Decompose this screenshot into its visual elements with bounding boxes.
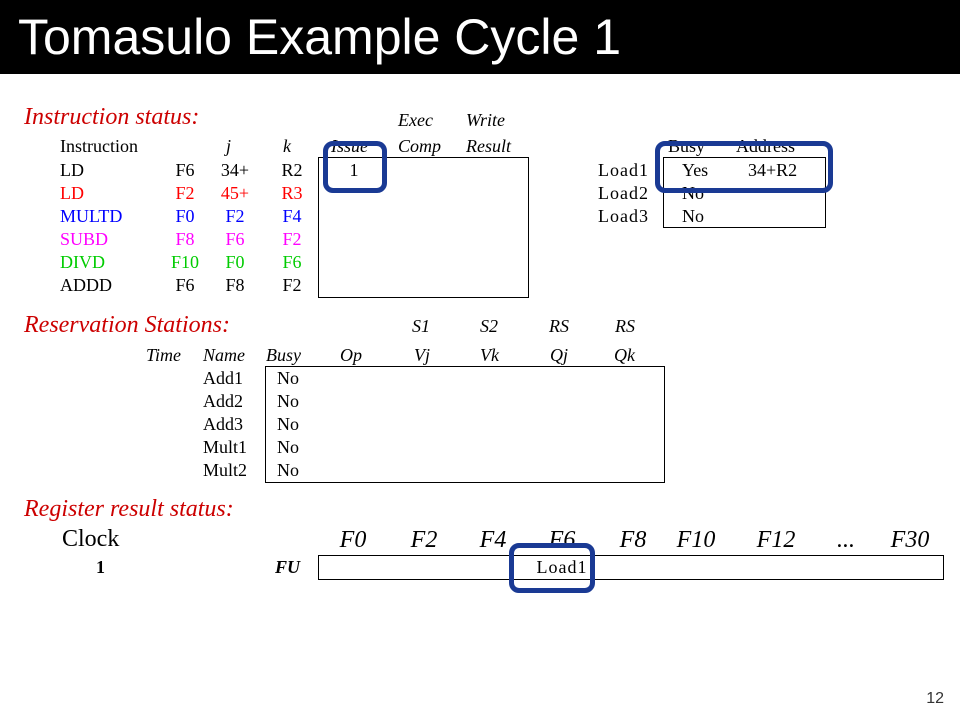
instruction-j: F8 (225, 275, 245, 295)
instruction-k: F2 (282, 275, 302, 295)
instruction-j: F6 (225, 229, 245, 249)
instruction-op: LD (60, 183, 84, 203)
header-s2: S2 (480, 316, 498, 336)
header-time: Time (146, 345, 182, 365)
register-fu-box (318, 555, 944, 580)
highlight-issue (323, 141, 387, 193)
header-busy: Busy (266, 345, 301, 365)
instruction-k: F6 (282, 252, 302, 272)
page-number: 12 (926, 690, 944, 707)
register-name: F2 (410, 527, 438, 553)
instruction-issue: 1 (349, 160, 359, 180)
register-name: ... (837, 527, 855, 553)
header-qj: Qj (550, 345, 568, 365)
instruction-k: F4 (282, 206, 302, 226)
instruction-j: F2 (225, 206, 245, 226)
reservation-station-busy: No (277, 391, 299, 411)
reservation-station-busy: No (277, 414, 299, 434)
instruction-k: R2 (281, 160, 303, 180)
reservation-station-name: Add1 (203, 368, 243, 388)
reservation-station-name: Mult1 (203, 437, 248, 457)
instruction-dest: F6 (175, 275, 195, 295)
header-j: j (226, 136, 232, 156)
register-name: F10 (676, 527, 716, 553)
reservation-station-name: Mult2 (203, 460, 248, 480)
header-write-result: Result (466, 136, 511, 156)
highlight-load1 (655, 141, 833, 193)
instruction-status-label: Instruction status: (24, 104, 200, 130)
instruction-op: DIVD (60, 252, 105, 272)
reservation-station-busy: No (277, 460, 299, 480)
load-buffer-busy: No (682, 206, 704, 226)
register-name: F12 (756, 527, 796, 553)
instruction-dest: F10 (170, 252, 199, 272)
instruction-op: MULTD (60, 206, 123, 226)
reservation-station-busy: No (277, 437, 299, 457)
title-bar (0, 0, 960, 74)
load-buffer-name: Load1 (598, 160, 649, 180)
instruction-dest: F0 (175, 206, 195, 226)
instruction-j: 34+ (220, 160, 250, 180)
header-instruction: Instruction (60, 136, 138, 156)
header-name: Name (203, 345, 245, 365)
header-rs1: RS (549, 316, 569, 336)
load-buffer-address: 34+R2 (748, 160, 798, 180)
instruction-dest: F6 (175, 160, 195, 180)
reservation-stations-label: Reservation Stations: (24, 312, 230, 338)
header-write: Write (466, 110, 505, 130)
header-rs2: RS (615, 316, 635, 336)
reservation-station-name: Add3 (203, 414, 243, 434)
reservation-stations-box (265, 366, 665, 483)
instruction-k: F2 (282, 229, 302, 249)
load-buffer-name: Load2 (598, 183, 649, 203)
header-qk: Qk (614, 345, 635, 365)
header-k: k (283, 136, 291, 156)
load-buffer-busy: Yes (682, 160, 709, 180)
register-result-status-label: Register result status: (24, 496, 234, 522)
instruction-dest: F8 (175, 229, 195, 249)
header-vj: Vj (414, 345, 430, 365)
header-vk: Vk (480, 345, 499, 365)
register-name: F30 (890, 527, 930, 553)
instruction-dest: F2 (175, 183, 195, 203)
instruction-op: ADDD (60, 275, 112, 295)
header-op: Op (340, 345, 362, 365)
instruction-k: R3 (281, 183, 303, 203)
instruction-status-box (318, 157, 529, 298)
reservation-station-busy: No (277, 368, 299, 388)
header-exec-comp: Comp (398, 136, 442, 156)
instruction-j: F0 (225, 252, 245, 272)
clock-value: 1 (96, 557, 105, 577)
slide-title: Tomasulo Example Cycle 1 (18, 9, 622, 65)
register-name: F8 (619, 527, 647, 553)
fu-label: FU (275, 557, 301, 577)
header-exec: Exec (398, 110, 433, 130)
instruction-j: 45+ (220, 183, 250, 203)
header-s1: S1 (412, 316, 430, 336)
register-name: F4 (479, 527, 507, 553)
highlight-f6-load1 (509, 543, 595, 593)
reservation-station-name: Add2 (203, 391, 243, 411)
instruction-op: LD (60, 160, 84, 180)
instruction-op: SUBD (60, 229, 109, 249)
load-buffer-name: Load3 (598, 206, 649, 226)
clock-label: Clock (62, 526, 120, 552)
register-name: F0 (339, 527, 367, 553)
register-fu: Load1 (536, 557, 588, 577)
register-name: F6 (548, 527, 576, 553)
